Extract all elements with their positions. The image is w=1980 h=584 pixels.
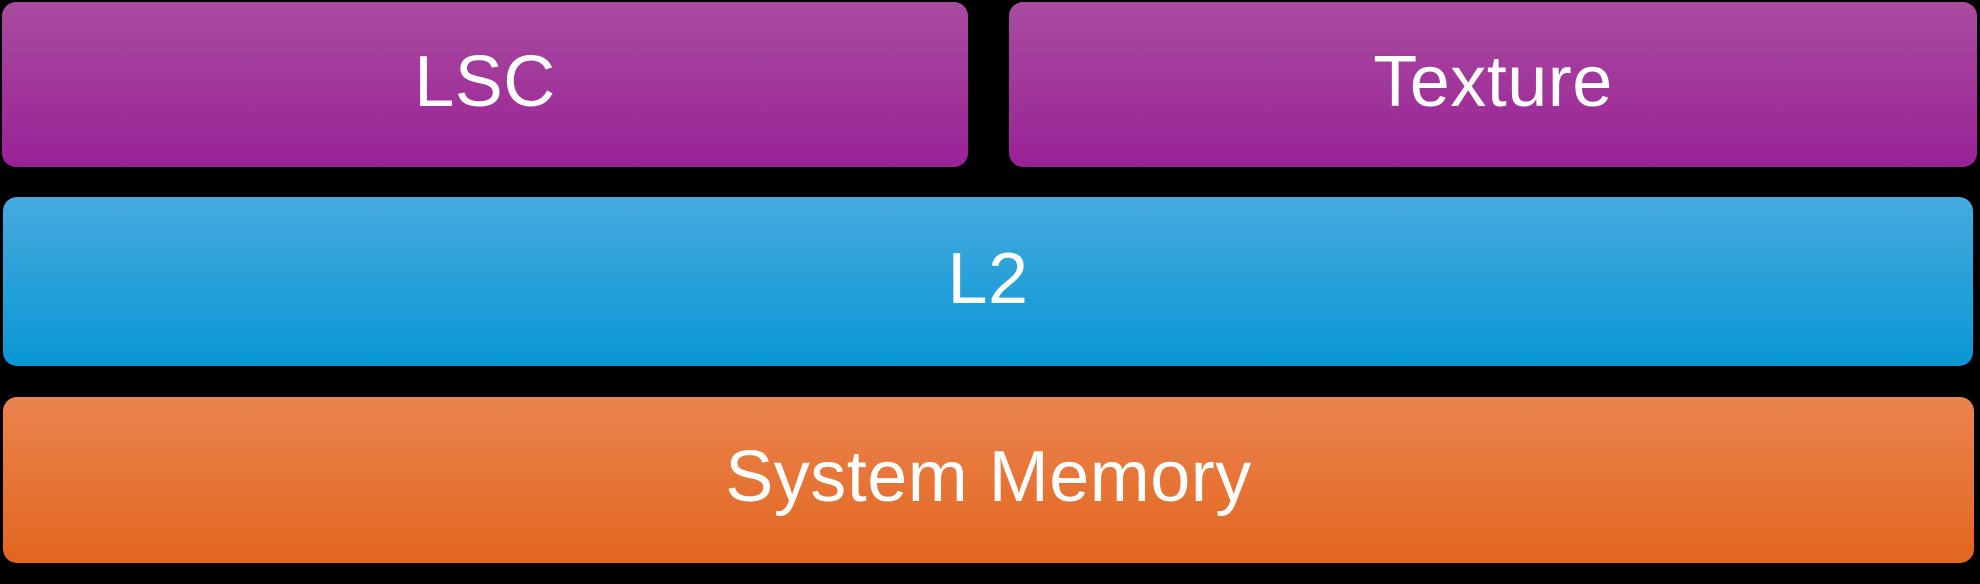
texture-block: Texture	[1009, 2, 1977, 167]
lsc-label: LSC	[414, 41, 556, 122]
lsc-block: LSC	[2, 2, 968, 167]
system-memory-block: System Memory	[3, 397, 1974, 563]
l2-label: L2	[947, 238, 1029, 319]
system-memory-label: System Memory	[725, 437, 1252, 517]
l2-cache-block: L2	[3, 197, 1973, 366]
texture-label: Texture	[1373, 41, 1613, 122]
